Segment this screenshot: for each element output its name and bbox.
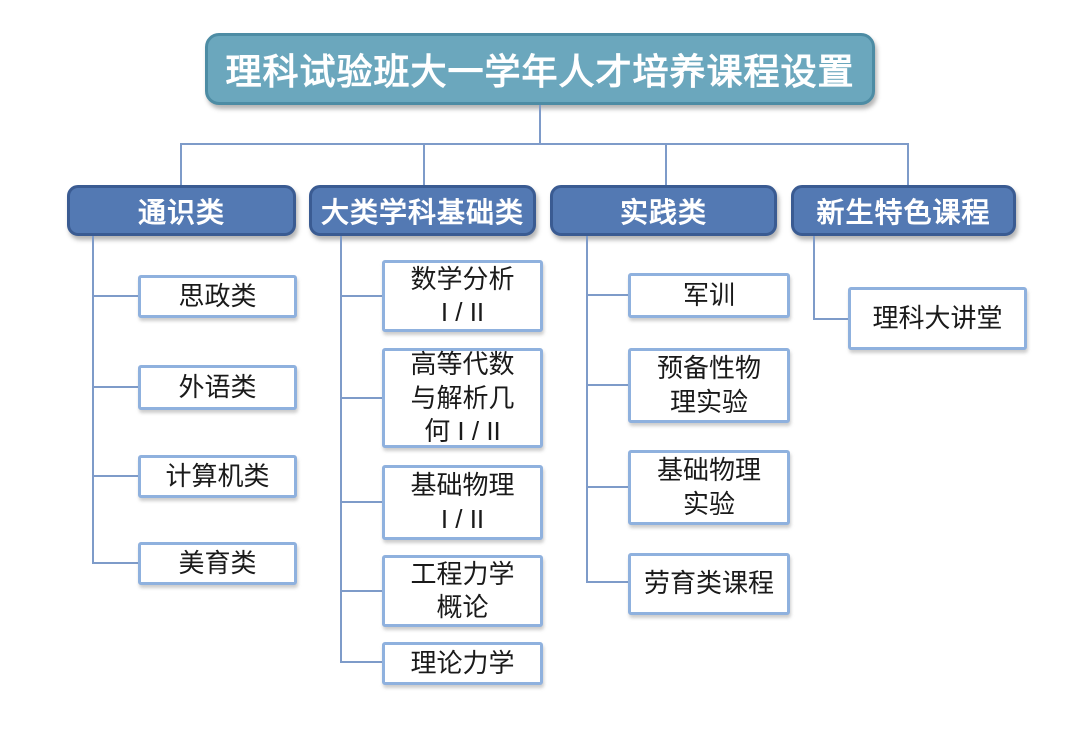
connector-line [340,661,382,663]
connector-line [180,143,909,145]
course-box: 高等代数 与解析几 何 I / II [382,348,543,448]
connector-line [340,501,382,503]
connector-line [586,294,628,296]
course-box: 外语类 [138,365,297,410]
course-box: 数学分析 I / II [382,260,543,332]
branch-header-discipline-foundation: 大类学科基础类 [309,185,536,236]
connector-line [92,386,138,388]
connector-line [586,236,588,583]
course-box: 军训 [628,273,790,318]
course-box: 基础物理 实验 [628,450,790,525]
connector-line [92,295,138,297]
connector-line [907,143,909,185]
course-box: 理论力学 [382,642,543,685]
connector-line [586,384,628,386]
course-box: 理科大讲堂 [848,287,1027,350]
course-box: 工程力学 概论 [382,555,543,627]
branch-header-practice: 实践类 [550,185,777,236]
diagram-title: 理科试验班大一学年人才培养课程设置 [205,33,875,105]
course-box: 计算机类 [138,455,297,498]
connector-line [92,562,138,564]
connector-line [813,318,848,320]
connector-line [340,295,382,297]
course-box: 劳育类课程 [628,553,790,615]
connector-line [813,236,815,320]
connector-line [180,143,182,185]
connector-line [423,143,425,185]
course-box: 基础物理 I / II [382,465,543,540]
connector-line [340,236,342,663]
course-box: 思政类 [138,275,297,318]
course-box: 预备性物 理实验 [628,348,790,423]
branch-header-general: 通识类 [67,185,296,236]
connector-line [92,475,138,477]
course-box: 美育类 [138,542,297,585]
connector-line [92,236,94,564]
connector-line [539,105,541,145]
connector-line [586,581,628,583]
connector-line [340,397,382,399]
connector-line [340,590,382,592]
branch-header-freshman-special: 新生特色课程 [791,185,1016,236]
connector-line [586,486,628,488]
connector-line [665,143,667,185]
